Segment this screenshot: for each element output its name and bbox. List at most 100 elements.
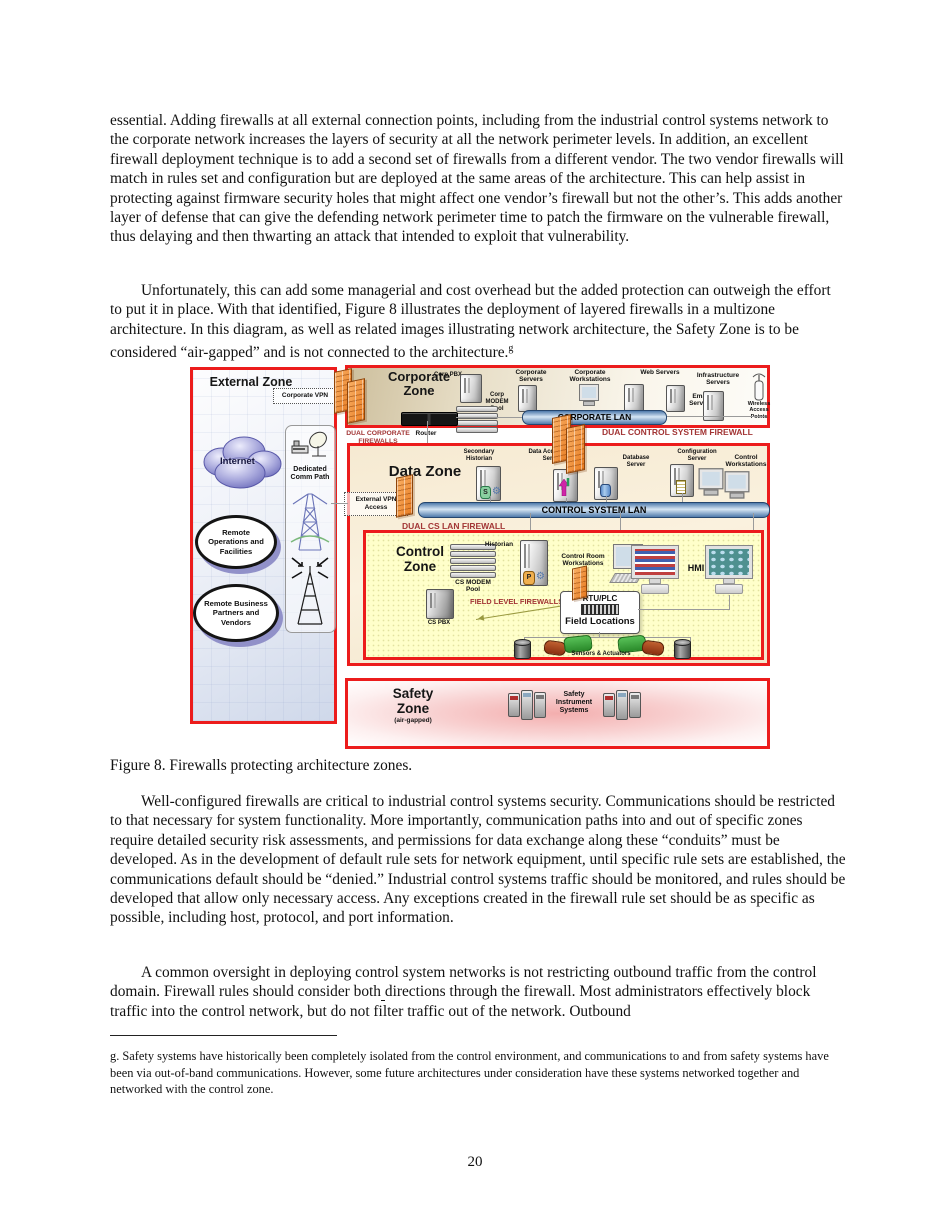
safety-instrument-icon (616, 690, 628, 720)
firewall-slab (396, 474, 413, 518)
web-servers-label: Web Servers (640, 369, 680, 376)
corp-modem-pool-icon (456, 406, 498, 433)
paragraph-4-part-a: A common oversight in deploying control … (110, 964, 817, 1001)
wireless-access-point-icon (752, 373, 766, 401)
paragraph-4-part-b: directions through the firewall. Most ad… (110, 983, 811, 1020)
rtu-plc-label: RTU/PLC (582, 594, 618, 603)
safety-instrument-icon (603, 693, 615, 717)
actuator-icon (641, 639, 665, 657)
satellite-dish-icon (291, 431, 327, 457)
remote-operations-oval: Remote Operations and Facilities (195, 515, 277, 569)
external-zone-box: External Zone Corporate VPN Internet (190, 367, 337, 724)
corp-pbx-server-icon (460, 374, 482, 403)
control-workstation-monitor-icon (724, 471, 750, 499)
dual-corporate-firewalls-icon (334, 368, 374, 430)
cs-modem-pool-label: CS MODEM Pool (455, 579, 491, 594)
connector-line (682, 493, 683, 502)
connector-line (665, 416, 765, 417)
field-locations-label: Field Locations (565, 616, 635, 627)
corporate-workstations-icon (579, 384, 599, 406)
dual-corporate-firewalls-label: DUAL CORPORATE FIREWALLS (346, 430, 410, 445)
infrastructure-servers-label: Infrastructure Servers (696, 372, 740, 387)
remote-business-oval: Remote Business Partners and Vendors (193, 584, 279, 642)
internet-cloud-icon: Internet (198, 428, 286, 498)
paragraph-1: essential. Adding firewalls at all exter… (110, 112, 844, 246)
comm-path-panel: Dedicated Comm Path (285, 425, 336, 633)
connector-line (606, 496, 607, 502)
transmission-tower-icon (290, 493, 330, 551)
web-servers-icon (624, 384, 644, 412)
cs-lan-firewall-icon (396, 474, 420, 522)
air-gapped-label: (air-gapped) (394, 716, 432, 724)
dual-control-system-firewalls-icon (552, 413, 596, 478)
connector-line (566, 498, 567, 502)
firewall-slab (347, 378, 365, 424)
corporate-servers-label: Corporate Servers (515, 369, 547, 384)
configuration-server-label: Configuration Server (677, 449, 717, 462)
hmi-monitor-right-icon (705, 545, 753, 594)
field-level-firewalls-label: FIELD LEVEL FIREWALLS (470, 597, 564, 606)
hmi-screen (631, 545, 679, 579)
safety-zone-title-line2: Zone (396, 700, 430, 716)
cs-pbx-label: CS PBX (427, 620, 451, 626)
hmi-monitor-left-icon (631, 545, 679, 594)
dual-cs-lan-firewall-label: DUAL CS LAN FIREWALL (402, 521, 506, 531)
internet-label: Internet (220, 456, 255, 467)
connector-line (729, 595, 730, 610)
firewall-slab (572, 565, 587, 601)
page-number: 20 (467, 1154, 483, 1170)
secondary-historian-label: Secondary Historian (463, 449, 495, 462)
tank-icon (674, 641, 691, 659)
connector-line (331, 503, 348, 504)
corporate-vpn-box: Corporate VPN (273, 388, 337, 404)
safety-instrument-systems-label: Safety Instrument Systems (555, 691, 593, 715)
paragraph-2-text: Unfortunately, this can add some manager… (110, 282, 831, 362)
footnote-text: g. Safety systems have historically been… (110, 1049, 829, 1097)
dedicated-comm-path-label: Dedicated Comm Path (290, 466, 330, 482)
hmi-screen (705, 545, 753, 579)
database-cylinder-icon (600, 484, 611, 497)
corporate-zone-title: Corporate Zone (387, 369, 451, 399)
safety-zone-title-line1: Safety (392, 686, 434, 701)
corp-pbx-label: Corp PBX (433, 372, 462, 378)
connector-line (753, 513, 754, 545)
cloud-graphic (203, 436, 282, 489)
config-list-icon (676, 480, 686, 494)
safety-instrument-icon (521, 690, 533, 720)
external-zone-title: External Zone (209, 375, 293, 389)
cs-modem-pool-icon (450, 544, 496, 578)
connector-line (530, 513, 531, 539)
paragraph-3: Well-configured firewalls are critical t… (110, 793, 846, 927)
infrastructure-servers-icon (703, 391, 724, 421)
corporate-servers-icon (518, 385, 537, 412)
gear-icon: ⚙ (536, 571, 545, 582)
safety-zone-title: Safety Zone (air-gapped) (376, 686, 450, 724)
cs-pbx-icon (426, 589, 454, 619)
email-servers-icon (666, 385, 685, 412)
corporate-workstations-label: Corporate Workstations (569, 369, 611, 384)
connector-line (620, 513, 621, 545)
connector-line (427, 421, 428, 443)
connector-line (490, 496, 491, 502)
historian-label: Historian (484, 541, 514, 548)
data-arrows-icon (558, 478, 570, 496)
paragraph-4: A common oversight in deploying control … (110, 963, 846, 1021)
control-room-workstations-label: Control Room Workstations (561, 553, 605, 568)
plc-module-icon (581, 604, 619, 615)
hmi-label: HMI (687, 563, 705, 573)
wireless-access-points-label: Wireless Access Points (747, 401, 771, 420)
database-server-label: Database Server (622, 455, 650, 468)
gear-icon: ⚙ (492, 486, 501, 497)
figure-8-diagram: External Zone Corporate VPN Internet (190, 364, 772, 752)
tank-icon (514, 641, 531, 659)
router-label: Router (415, 430, 437, 437)
historian-p-barrel-icon: P (523, 571, 535, 585)
firewall-slab (566, 423, 585, 475)
email-servers-label: Email Servers (689, 393, 713, 408)
connector-line (456, 417, 522, 418)
safety-instrument-icon (534, 692, 546, 718)
control-zone-title: Control Zone (396, 544, 444, 574)
sensors-actuators-label: Sensors & Actuators (571, 651, 631, 657)
connector-line (524, 637, 690, 638)
footnote-rule (110, 1035, 337, 1036)
